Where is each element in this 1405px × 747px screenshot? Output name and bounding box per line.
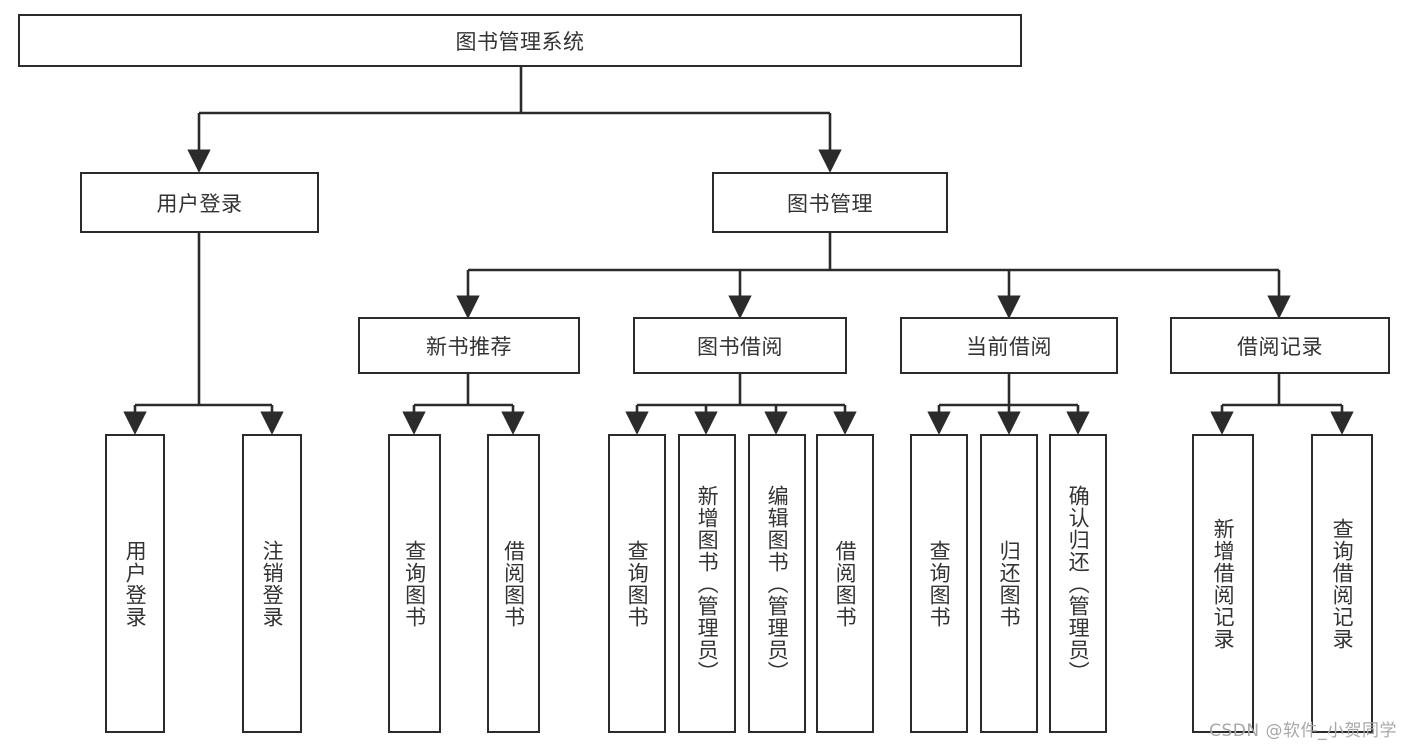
leaf-borrow-record-add[interactable]: 新增借阅记录 (1192, 434, 1254, 733)
leaf-book-borrow-edit[interactable]: 编辑图书（管理员） (748, 434, 806, 733)
leaf-user-login-login[interactable]: 用户登录 (105, 434, 165, 733)
leaf-current-borrow-confirm-return[interactable]: 确认归还（管理员） (1049, 434, 1107, 733)
csdn-watermark: CSDN @软件_小贺同学 (1209, 721, 1397, 741)
leaf-current-borrow-query[interactable]: 查询图书 (910, 434, 968, 733)
node-label: 确认归还（管理员） (1066, 484, 1091, 683)
leaf-new-book-query[interactable]: 查询图书 (388, 434, 441, 733)
node-label: 图书借阅 (697, 334, 783, 359)
node-borrow-record[interactable]: 借阅记录 (1170, 317, 1390, 374)
node-book-management[interactable]: 图书管理 (712, 172, 948, 233)
node-label: 新增图书（管理员） (695, 484, 720, 683)
node-label: 用户登录 (123, 539, 148, 628)
node-label: 查询借阅记录 (1330, 517, 1355, 650)
node-user-login[interactable]: 用户登录 (80, 172, 319, 233)
node-book-borrow[interactable]: 图书借阅 (633, 317, 847, 374)
node-label: 借阅图书 (501, 539, 526, 628)
node-label: 编辑图书（管理员） (765, 484, 790, 683)
node-label: 用户登录 (156, 191, 243, 216)
node-label: 查询图书 (402, 539, 427, 628)
leaf-book-borrow-borrow[interactable]: 借阅图书 (816, 434, 874, 733)
node-label: 查询图书 (625, 539, 650, 628)
node-new-book-recommend[interactable]: 新书推荐 (358, 317, 580, 374)
node-label: 借阅记录 (1237, 334, 1323, 359)
node-label: 图书管理 (787, 191, 873, 216)
leaf-user-login-logout[interactable]: 注销登录 (242, 434, 302, 733)
leaf-current-borrow-return[interactable]: 归还图书 (980, 434, 1038, 733)
leaf-book-borrow-query[interactable]: 查询图书 (608, 434, 666, 733)
node-label: 图书管理系统 (455, 29, 585, 54)
node-root-book-management-system[interactable]: 图书管理系统 (18, 14, 1022, 67)
leaf-borrow-record-query[interactable]: 查询借阅记录 (1311, 434, 1373, 733)
node-label: 新书推荐 (426, 334, 512, 359)
node-label: 新增借阅记录 (1211, 517, 1236, 650)
node-label: 注销登录 (260, 539, 285, 628)
node-label: 归还图书 (997, 539, 1022, 628)
leaf-new-book-borrow[interactable]: 借阅图书 (487, 434, 540, 733)
node-label: 借阅图书 (833, 539, 858, 628)
node-label: 查询图书 (927, 539, 952, 628)
node-label: 当前借阅 (966, 334, 1052, 359)
leaf-book-borrow-add[interactable]: 新增图书（管理员） (678, 434, 736, 733)
node-current-borrow[interactable]: 当前借阅 (900, 317, 1118, 374)
